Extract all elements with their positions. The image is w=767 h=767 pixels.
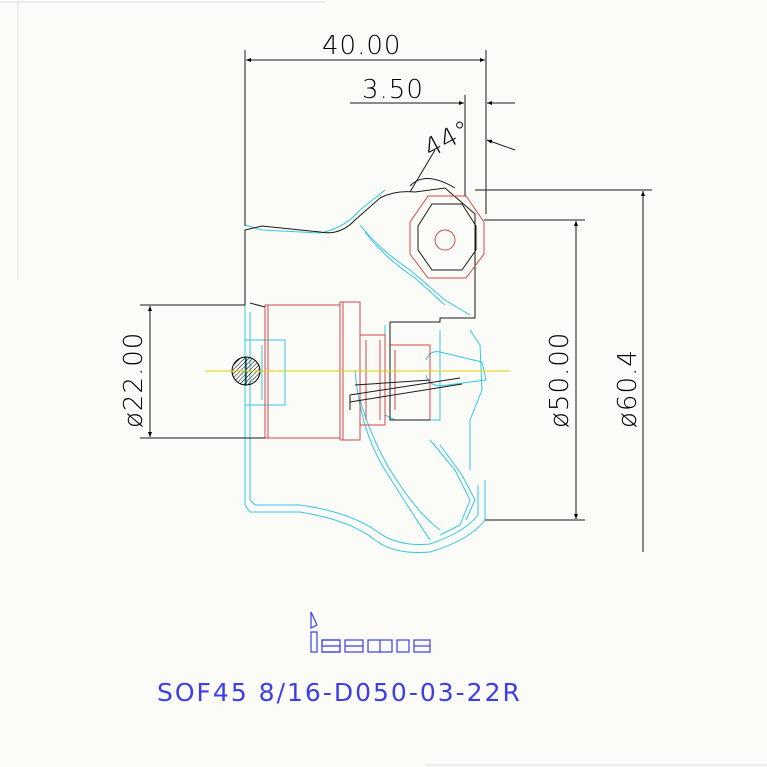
dimension-lines [140, 50, 652, 552]
brand-logo [310, 611, 431, 653]
outline-lines [231, 187, 485, 421]
part-number: SOF45 8/16-D050-03-22R [157, 678, 522, 707]
dim-max-diameter: ø60.4 [613, 349, 643, 428]
dim-overall-length: 40.00 [322, 31, 401, 61]
dim-lead-angle: 44° [419, 115, 476, 165]
dim-step-length: 3.50 [362, 75, 424, 105]
dim-bore-diameter: ø22.00 [119, 332, 149, 428]
dim-cutter-diameter: ø50.00 [545, 332, 575, 428]
